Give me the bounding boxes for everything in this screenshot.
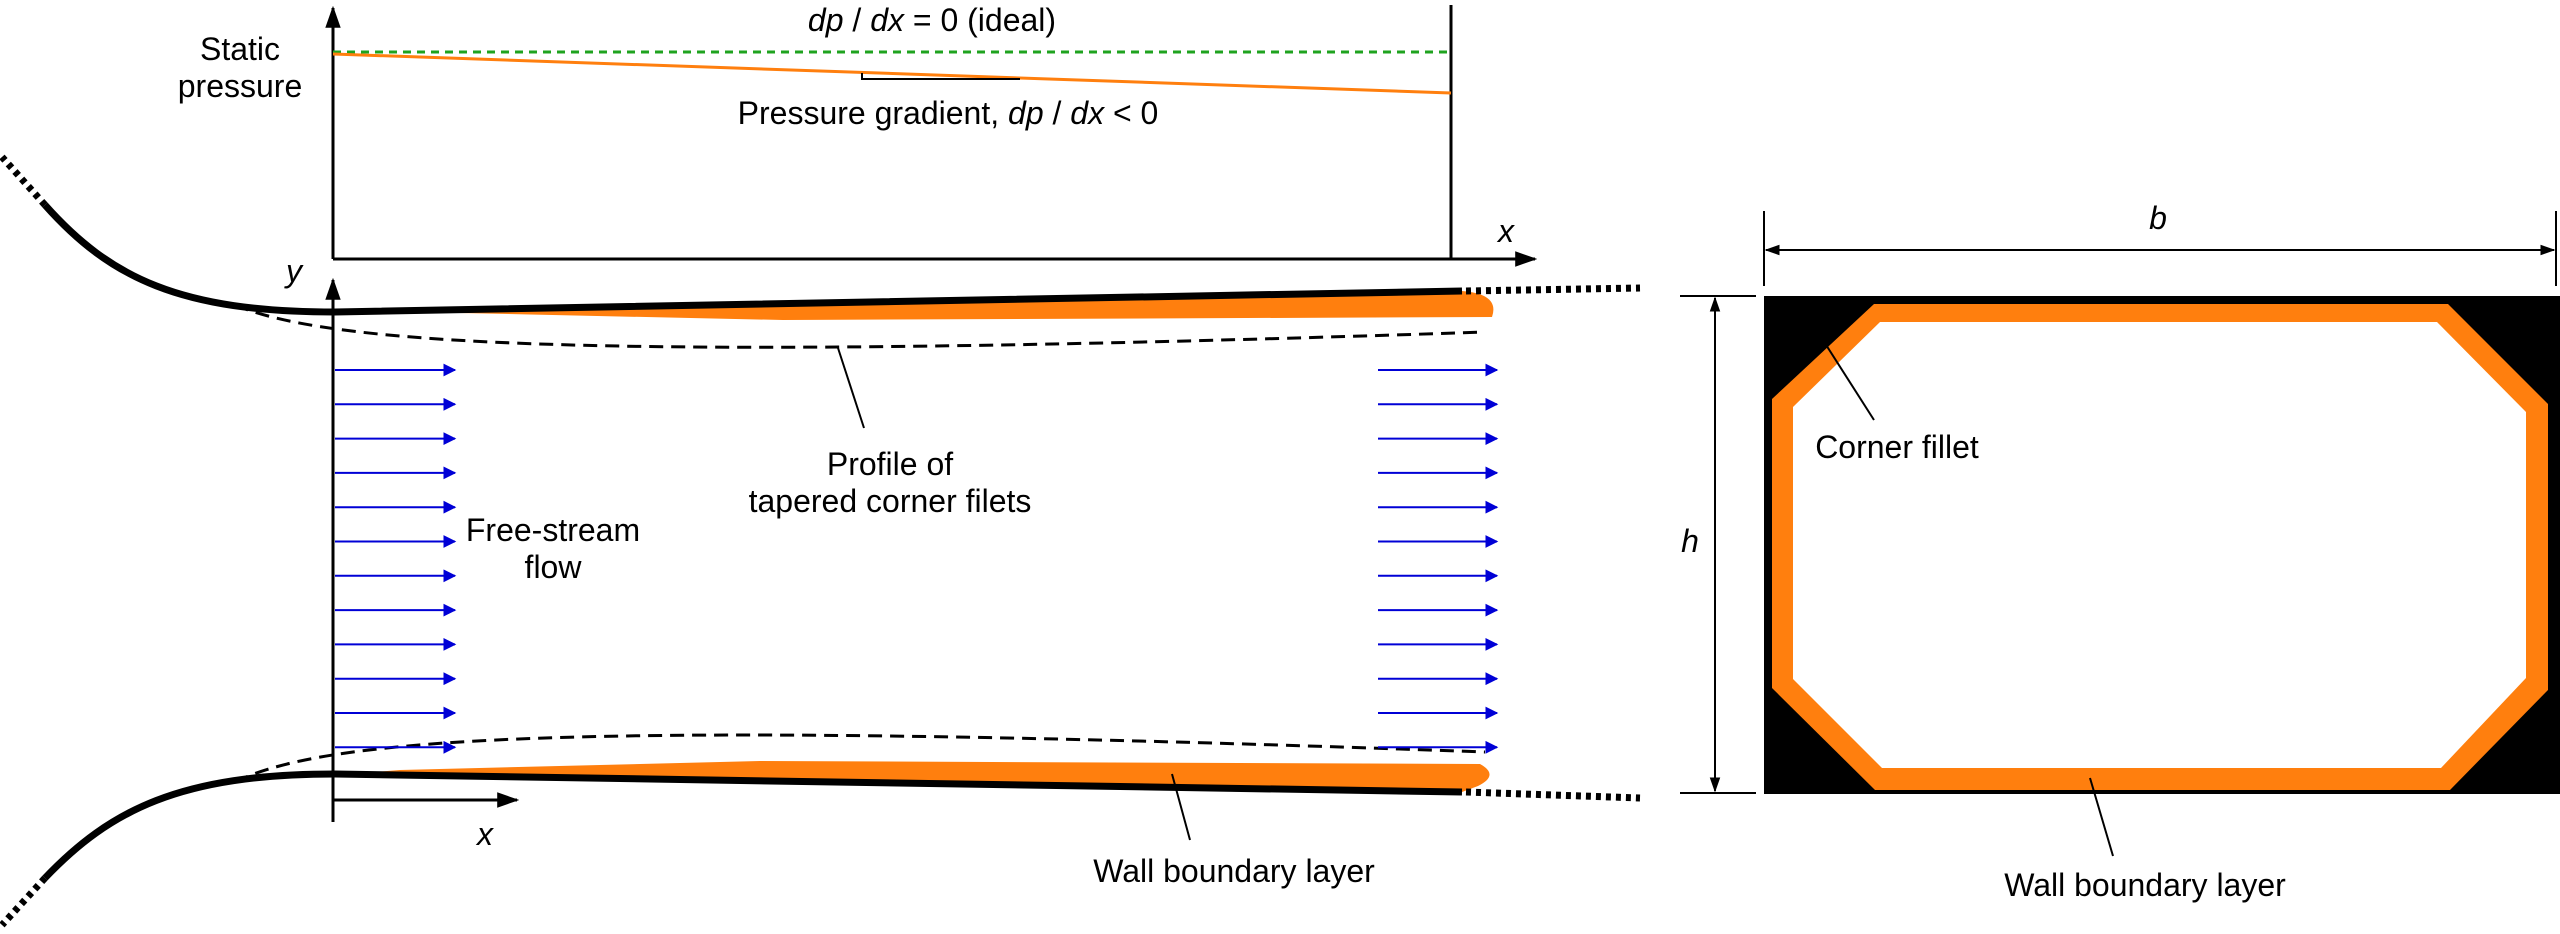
pressure-gradient-line — [332, 52, 1452, 95]
upper-wall — [42, 202, 1463, 316]
width-label: b — [2149, 200, 2167, 236]
fillet-profile-leader — [837, 347, 865, 429]
pressure-gradient-label: Pressure gradient, dp / dx < 0 — [738, 95, 1159, 131]
lower-wall-boundary-layer — [335, 761, 1490, 792]
pressure-plot: Static pressure x dp / dx = 0 (ideal) Pr… — [178, 2, 1538, 267]
channel-y-axis-label: y — [284, 253, 304, 289]
lower-fillet-profile — [234, 733, 1486, 784]
fillet-profile-label-line2: tapered corner filets — [749, 483, 1032, 519]
cross-section-core — [1793, 322, 2526, 768]
corner-fillet-label: Corner fillet — [1815, 429, 1979, 465]
freestream-label-line1: Free-stream — [466, 512, 640, 548]
corner-fillet-leader — [1813, 325, 1875, 421]
lower-wall-extension-left — [0, 875, 48, 928]
freestream-label-line2: flow — [525, 549, 583, 585]
cross-section-wall-bl-leader — [2089, 777, 2114, 857]
cross-section: b h Corner fillet Wall boundary layer — [1680, 200, 2560, 903]
height-label: h — [1681, 523, 1699, 559]
lower-wall-extension-right — [1465, 788, 1641, 802]
upper-wall-extension-right — [1465, 284, 1641, 295]
upper-wall-extension-left — [0, 154, 48, 208]
channel-x-axis-label: x — [475, 816, 494, 852]
pressure-y-axis-label-line2: pressure — [178, 68, 303, 104]
channel-wall-bl-label: Wall boundary layer — [1093, 853, 1375, 889]
pressure-x-axis-label: x — [1496, 213, 1515, 249]
cross-section-wall-bl-label: Wall boundary layer — [2004, 867, 2286, 903]
upper-fillet-profile — [234, 303, 1486, 349]
gradient-slope-marker — [861, 73, 1020, 80]
channel-side-view: y x Free-stream flow Profile of tapered … — [0, 154, 1641, 928]
lower-wall — [42, 770, 1463, 881]
fillet-profile-label-line1: Profile of — [827, 446, 953, 482]
outlet-flow-arrows — [1378, 363, 1499, 754]
ideal-pressure-label: dp / dx = 0 (ideal) — [808, 2, 1056, 38]
wall-bl-leader — [1171, 773, 1191, 841]
pressure-y-axis-label-line1: Static — [200, 31, 280, 67]
inlet-flow-arrows — [335, 363, 457, 754]
